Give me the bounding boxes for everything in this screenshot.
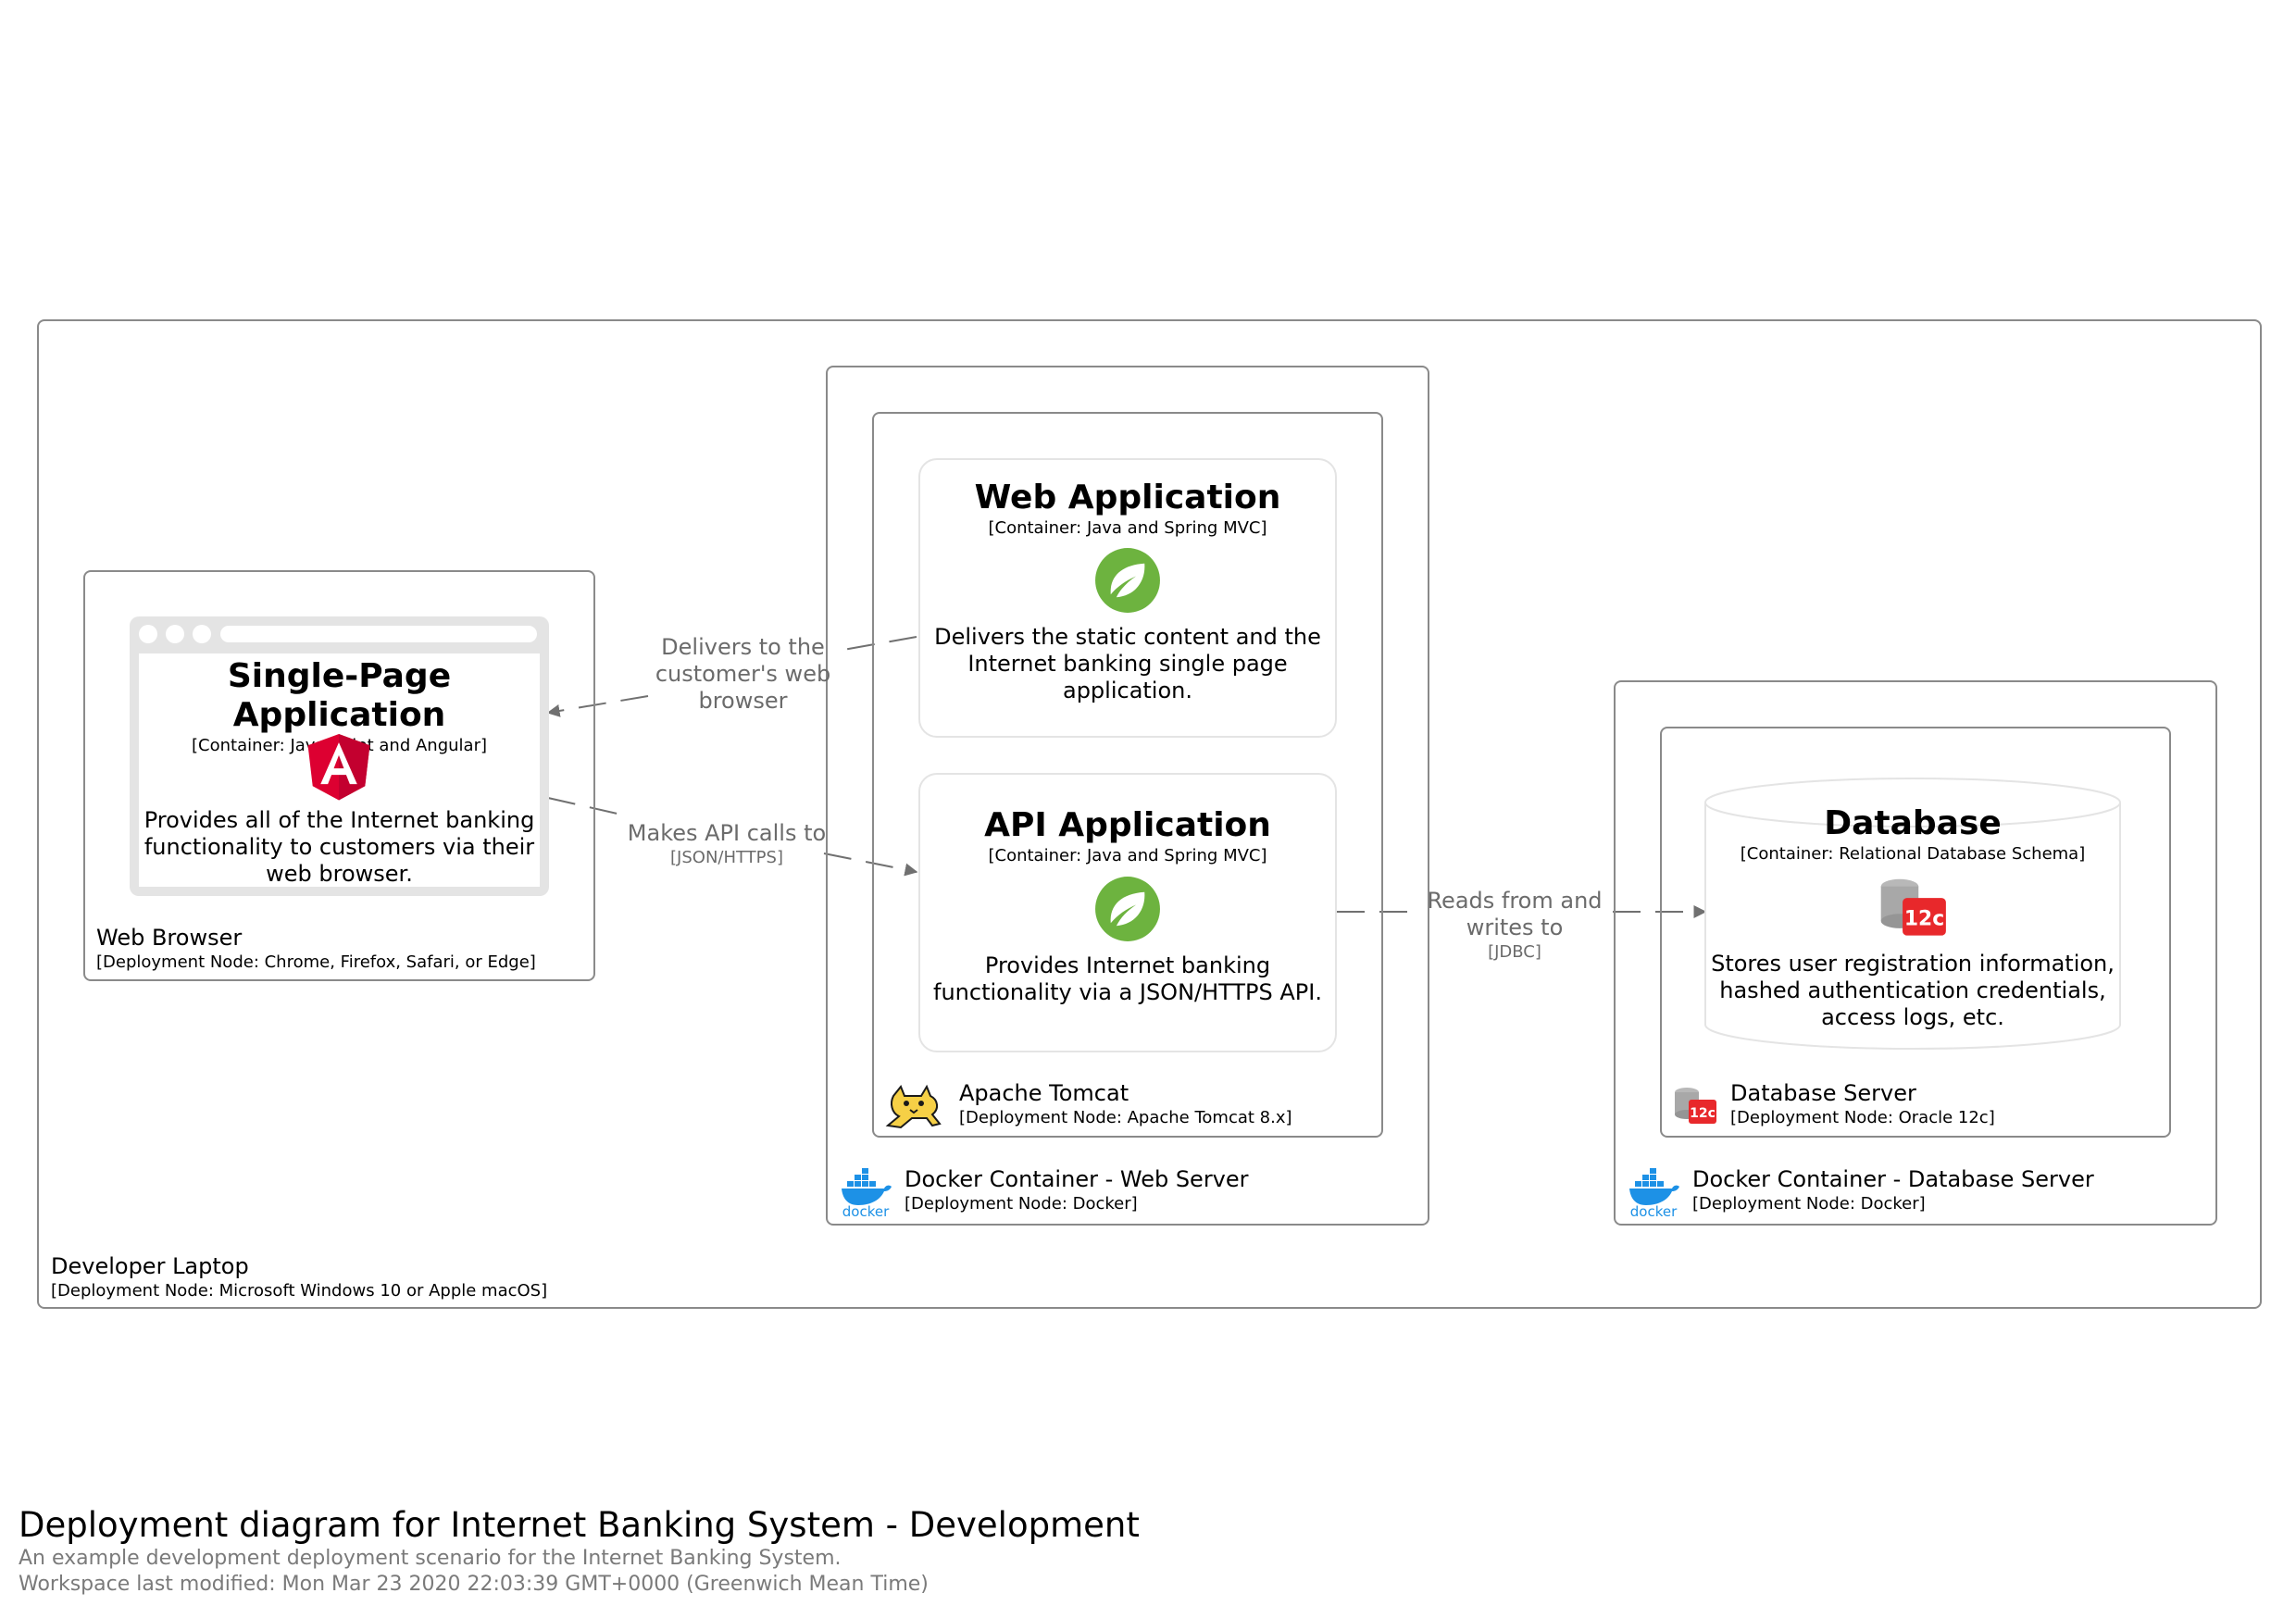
node-name: Apache Tomcat bbox=[959, 1080, 1129, 1106]
browser-address-bar bbox=[220, 626, 537, 642]
rel-label-line: browser bbox=[698, 688, 788, 714]
container-spa[interactable]: Single-Page Application [Container: Java… bbox=[130, 616, 549, 896]
node-tech: [Deployment Node: Oracle 12c] bbox=[1730, 1108, 1995, 1127]
container-desc-line: Provides all of the Internet banking bbox=[144, 807, 535, 833]
diagram-title: Deployment diagram for Internet Banking … bbox=[19, 1505, 1140, 1545]
node-tech: [Deployment Node: Apache Tomcat 8.x] bbox=[959, 1108, 1292, 1127]
rel-tech: [JSON/HTTPS] bbox=[670, 848, 783, 867]
node-developer-laptop[interactable] bbox=[37, 319, 2262, 1309]
container-title: API Application bbox=[984, 806, 1271, 844]
node-name: Docker Container - Web Server bbox=[905, 1166, 1249, 1192]
node-database-server[interactable] bbox=[1660, 727, 2171, 1138]
container-web-application[interactable]: Web Application [Container: Java and Spr… bbox=[918, 458, 1337, 738]
node-name: Web Browser bbox=[96, 925, 243, 951]
node-name: Developer Laptop bbox=[51, 1253, 249, 1279]
oracle-12c-icon: 12c bbox=[1675, 1088, 1716, 1124]
node-tech: [Deployment Node: Chrome, Firefox, Safar… bbox=[96, 952, 536, 972]
container-desc-line: application. bbox=[1062, 678, 1192, 703]
container-database[interactable]: Database [Container: Relational Database… bbox=[1705, 778, 2120, 1049]
rel-label-line: customer's web bbox=[655, 661, 831, 687]
docker-icon: docker bbox=[842, 1168, 892, 1218]
spa-viewport: Single-Page Application [Container: Java… bbox=[139, 653, 540, 887]
node-tech: [Deployment Node: Microsoft Windows 10 o… bbox=[51, 1281, 548, 1301]
node-web-browser[interactable] bbox=[83, 570, 595, 981]
container-title: Database bbox=[1824, 804, 2002, 842]
node-docker-web-server[interactable] bbox=[826, 366, 1429, 1226]
container-title: Single-Page Application bbox=[227, 657, 452, 734]
container-tech: [Container: Relational Database Schema] bbox=[1740, 844, 2086, 864]
container-desc-line: access logs, etc. bbox=[1821, 1004, 2004, 1030]
rel-label-delivers: Delivers to the customer's web browser bbox=[648, 634, 838, 715]
container-desc-line: functionality to customers via their bbox=[144, 834, 535, 860]
rel-label-line: Delivers to the bbox=[661, 634, 825, 660]
node-name: Database Server bbox=[1730, 1080, 1916, 1106]
container-api-application[interactable]: API Application [Container: Java and Spr… bbox=[918, 773, 1337, 1052]
svg-text:docker: docker bbox=[842, 1203, 890, 1218]
node-tech: [Deployment Node: Docker] bbox=[1692, 1194, 1926, 1214]
container-desc-line: Internet banking single page bbox=[967, 651, 1288, 677]
container-desc-line: web browser. bbox=[266, 861, 413, 887]
oracle-12c-icon: 12c bbox=[1880, 878, 1946, 936]
node-apache-tomcat[interactable] bbox=[872, 412, 1383, 1138]
container-desc-line: functionality via a JSON/HTTPS API. bbox=[933, 979, 1322, 1005]
rel-label-api-calls: Makes API calls to [JSON/HTTPS] bbox=[620, 820, 833, 869]
diagram-last-modified: Workspace last modified: Mon Mar 23 2020… bbox=[19, 1573, 929, 1596]
svg-text:docker: docker bbox=[1630, 1203, 1678, 1218]
container-desc-line: hashed authentication credentials, bbox=[1719, 977, 2106, 1003]
diagram-description: An example development deployment scenar… bbox=[19, 1547, 842, 1570]
container-title: Web Application bbox=[974, 479, 1281, 517]
svg-text:12c: 12c bbox=[1904, 908, 1944, 931]
node-docker-database-server[interactable] bbox=[1614, 680, 2217, 1226]
docker-icon: docker bbox=[1629, 1168, 1679, 1218]
rel-label-reads: Reads from and writes to [JDBC] bbox=[1416, 888, 1613, 964]
node-name: Docker Container - Database Server bbox=[1692, 1166, 2094, 1192]
rel-label-line: Makes API calls to bbox=[627, 820, 827, 846]
rel-tech: [JDBC] bbox=[1488, 942, 1541, 962]
rel-line-api-calls bbox=[547, 797, 918, 877]
svg-text:12c: 12c bbox=[1690, 1106, 1716, 1121]
container-desc-line: Delivers the static content and the bbox=[934, 624, 1321, 650]
angular-icon bbox=[307, 734, 370, 801]
rel-line-delivers bbox=[546, 636, 917, 717]
container-desc-line: Provides Internet banking bbox=[984, 952, 1271, 978]
spring-icon bbox=[1095, 877, 1160, 941]
container-tech: [Container: Java and Spring MVC] bbox=[988, 518, 1267, 538]
container-tech: [Container: Java and Spring MVC] bbox=[988, 846, 1267, 865]
rel-label-line: Reads from and bbox=[1427, 888, 1603, 914]
container-desc-line: Stores user registration information, bbox=[1711, 951, 2115, 977]
rel-label-line: writes to bbox=[1466, 915, 1564, 940]
node-tech: [Deployment Node: Docker] bbox=[905, 1194, 1138, 1214]
tomcat-icon bbox=[885, 1084, 942, 1129]
spring-icon bbox=[1095, 548, 1160, 613]
